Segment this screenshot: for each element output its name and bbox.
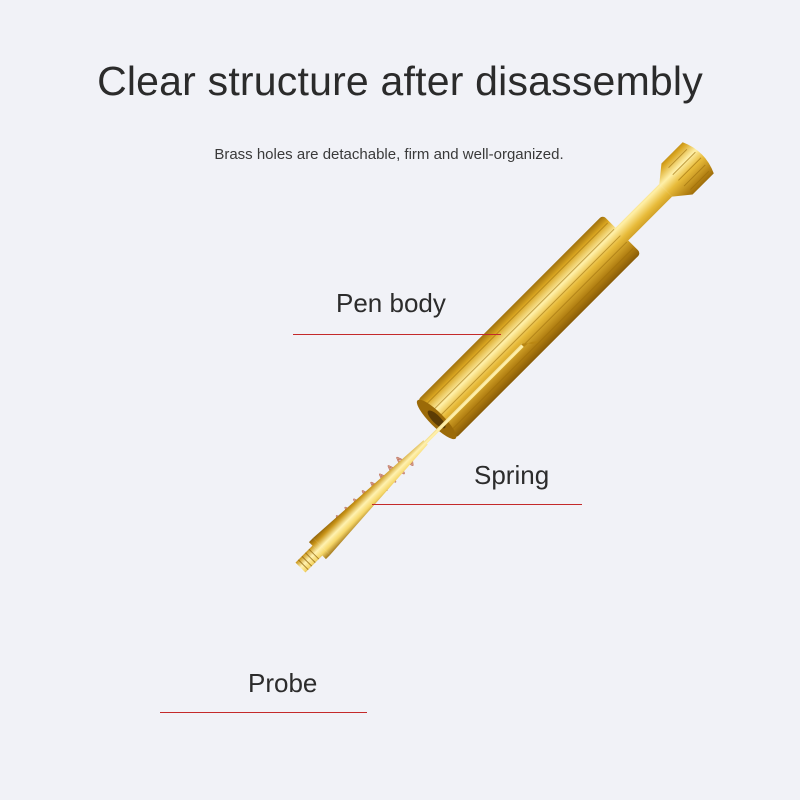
- pen-body-leader-line: [293, 334, 501, 335]
- probe-leader-line: [160, 712, 367, 713]
- pen-body-label: Pen body: [336, 288, 446, 318]
- page-title: Clear structure after disassembly: [97, 58, 703, 104]
- spring-label: Spring: [474, 460, 550, 490]
- pen-body-part: [416, 142, 714, 440]
- pen-body-neck: [614, 183, 673, 242]
- probe-shaft: [424, 343, 525, 444]
- page-subtitle: Brass holes are detachable, firm and wel…: [214, 146, 564, 163]
- spring-leader-line: [372, 504, 582, 505]
- probe-part: [295, 341, 539, 573]
- probe-tip: [521, 341, 539, 347]
- pen-body-knurling: [424, 222, 634, 432]
- pen-body-cap: [659, 142, 714, 197]
- probe-taper: [313, 440, 428, 555]
- probe-label: Probe: [248, 668, 318, 698]
- probe-thread: [295, 545, 323, 573]
